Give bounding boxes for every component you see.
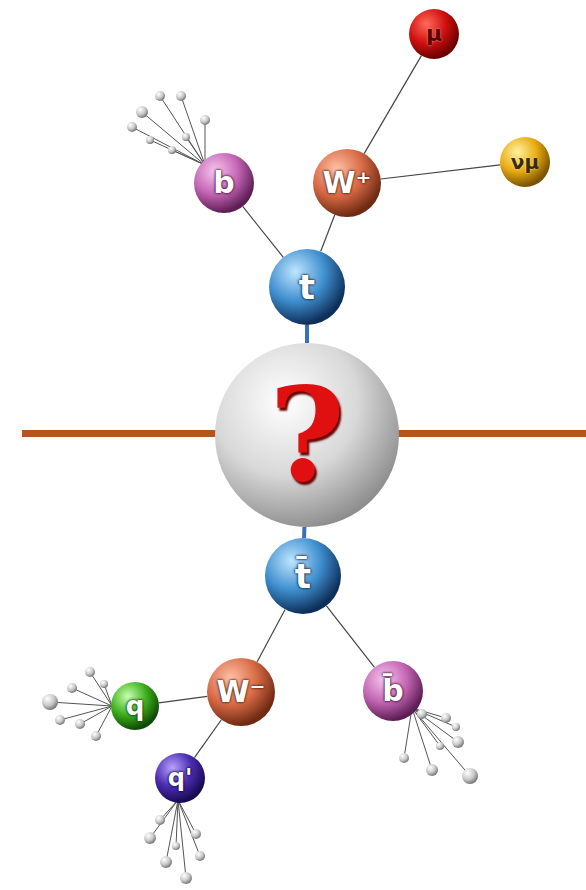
particle-label: t (299, 270, 315, 304)
particle-sphere: q' (155, 753, 205, 803)
particle-label: μ (426, 23, 442, 45)
particle-sphere: b̄ (363, 661, 423, 721)
particle-label: νμ (511, 152, 539, 172)
particle-label: ? (269, 370, 345, 500)
decay-line (159, 696, 208, 702)
decay-line (257, 610, 285, 663)
decay-line (321, 215, 335, 252)
particle-sphere: νμ (500, 137, 550, 187)
sphere-fill (215, 343, 399, 527)
particle-sphere: q (111, 682, 159, 730)
jet-tracks (50, 96, 470, 878)
sphere-fill (111, 682, 159, 730)
sphere-fill (269, 249, 345, 325)
top-pair-link (302, 527, 306, 538)
particle-sphere: b (194, 153, 254, 213)
particle-label: W⁺ (323, 168, 372, 198)
particle-label: b̄ (382, 676, 403, 706)
sphere-fill (207, 658, 275, 726)
particle-sphere: ? (215, 343, 399, 527)
sphere-fill (265, 538, 341, 614)
particle-label: q' (168, 766, 193, 790)
sphere-fill (313, 149, 381, 217)
decay-line (364, 56, 421, 154)
particle-label: b (213, 168, 234, 198)
sphere-fill (409, 9, 459, 59)
sphere-fill (500, 137, 550, 187)
particle-sphere: W⁻ (207, 658, 275, 726)
sphere-fill (194, 153, 254, 213)
decay-line (326, 606, 374, 667)
particle-sphere: t (269, 249, 345, 325)
particle-label: W⁻ (217, 677, 266, 707)
top-pair-link (305, 325, 309, 343)
particle-sphere: t̄ (265, 538, 341, 614)
decay-line (243, 206, 284, 257)
particle-sphere: μ (409, 9, 459, 59)
sphere-fill (155, 753, 205, 803)
decay-line (194, 720, 221, 758)
decay-line (381, 165, 500, 179)
particle-label: q (126, 693, 145, 719)
sphere-fill (363, 661, 423, 721)
jet-particles (42, 91, 478, 884)
particle-sphere: W⁺ (313, 149, 381, 217)
particle-label: t̄ (295, 559, 311, 593)
